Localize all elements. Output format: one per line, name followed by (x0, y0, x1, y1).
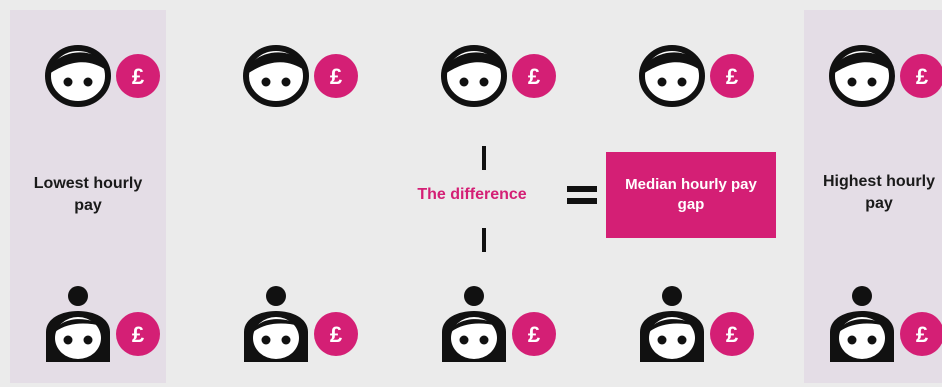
svg-text:£: £ (330, 322, 343, 347)
woman-figure-median: £ (434, 282, 566, 368)
man-figure-highest: £ (822, 38, 942, 110)
woman-face-icon (640, 286, 704, 362)
lowest-pay-label: Lowest hourly pay (33, 175, 143, 214)
svg-text:£: £ (916, 64, 929, 89)
median-marker-bottom (482, 228, 486, 252)
woman-face-icon (46, 286, 110, 362)
man-figure-lowest: £ (38, 38, 170, 110)
woman-face-icon (244, 286, 308, 362)
man-figure-2: £ (236, 38, 368, 110)
svg-text:£: £ (528, 322, 541, 347)
svg-text:£: £ (132, 322, 145, 347)
woman-figure-highest: £ (822, 282, 942, 368)
svg-text:£: £ (726, 64, 739, 89)
man-face-icon (642, 48, 702, 104)
pound-coin-icon: £ (116, 54, 160, 98)
svg-text:£: £ (726, 322, 739, 347)
pound-coin-icon: £ (512, 54, 556, 98)
man-face-icon (246, 48, 306, 104)
highest-pay-label: Highest hourly pay (822, 173, 935, 212)
svg-text:£: £ (132, 64, 145, 89)
median-marker-top (482, 146, 486, 170)
man-face-icon (48, 48, 108, 104)
man-face-icon (832, 48, 892, 104)
woman-figure-lowest: £ (38, 282, 170, 368)
woman-figure-2: £ (236, 282, 368, 368)
man-figure-4: £ (632, 38, 764, 110)
woman-face-icon (442, 286, 506, 362)
pound-coin-icon: £ (314, 312, 358, 356)
pound-coin-icon: £ (314, 54, 358, 98)
pound-coin-icon: £ (900, 54, 942, 98)
woman-face-icon (830, 286, 894, 362)
svg-text:£: £ (330, 64, 343, 89)
man-figure-median: £ (434, 38, 566, 110)
pound-coin-icon: £ (512, 312, 556, 356)
woman-figure-4: £ (632, 282, 764, 368)
difference-label: The difference (417, 186, 527, 203)
pound-coin-icon: £ (710, 54, 754, 98)
pound-coin-icon: £ (710, 312, 754, 356)
pound-coin-icon: £ (900, 312, 942, 356)
median-pay-gap-label: Median hourly pay gap (625, 176, 757, 213)
svg-text:£: £ (528, 64, 541, 89)
median-pay-gap-box: Median hourly pay gap (606, 152, 776, 238)
man-face-icon (444, 48, 504, 104)
svg-text:£: £ (916, 322, 929, 347)
pound-coin-icon: £ (116, 312, 160, 356)
